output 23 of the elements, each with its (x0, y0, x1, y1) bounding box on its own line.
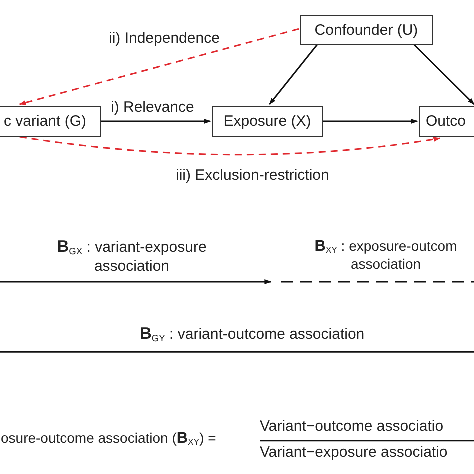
dashed-arrow (20, 136, 441, 156)
formula-text: osure-outcome association (B$_{XY}$) = (1, 430, 216, 448)
association-label: B$_{GY}$ : variant-outcome association (140, 325, 365, 345)
formula-text: Variant−outcome associatio (260, 418, 444, 436)
arrow (101, 119, 212, 124)
variable-box (212, 106, 323, 137)
variable-box (300, 15, 433, 45)
association-label: B$_{GX}$ : variant-exposure association (56, 238, 208, 276)
edge-label: ii) Independence (108, 30, 221, 47)
association-label: B$_{XY}$ : exposure-outcom association (314, 238, 458, 274)
box-label: c variant (G) (4, 113, 87, 130)
edge-label: iii) Exclusion-restriction (175, 167, 330, 184)
arrow (269, 44, 318, 106)
box-label: Confounder (U) (314, 22, 418, 38)
box-label: Outco (426, 113, 466, 130)
variable-box (0, 106, 101, 137)
arrow (323, 119, 418, 124)
box-label: Exposure (X) (224, 113, 312, 130)
variable-box (419, 106, 474, 137)
arrow (414, 44, 474, 106)
dashed-arrow (19, 28, 300, 106)
formula-text: Variant−exposure associatio (260, 444, 448, 462)
edge-label: i) Relevance (110, 99, 196, 116)
